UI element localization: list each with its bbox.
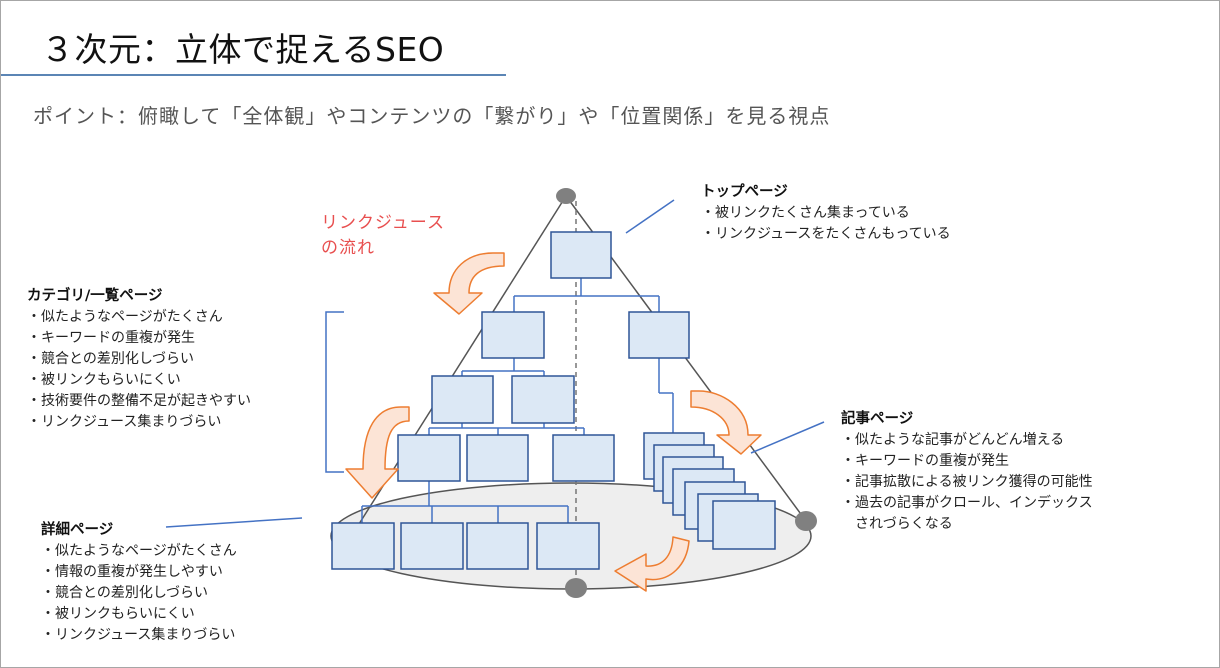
subcategory-page-node <box>552 434 615 482</box>
title-underline <box>1 74 506 76</box>
detail-page-node <box>331 522 395 570</box>
top-page-leader-line <box>625 199 675 234</box>
link-juice-arrow-icon <box>433 252 505 315</box>
subcategory-page-node <box>466 434 529 482</box>
article-page-line: ・過去の記事がクロール、インデックス <box>841 495 1093 511</box>
top-page-line: ・リンクジュースをたくさんもっている <box>701 226 951 242</box>
category-page-notes: カテゴリ/一覧ページ ・似たようなページがたくさん ・キーワードの重複が発生 ・… <box>27 286 251 433</box>
detail-page-line: ・リンクジュース集まりづらい <box>41 627 236 643</box>
detail-page-line: ・競合との差別化しづらい <box>41 585 209 601</box>
top-page-node <box>550 231 612 279</box>
detail-page-node <box>536 522 600 570</box>
category-page-line: ・リンクジュース集まりづらい <box>27 414 222 430</box>
article-page-line: ・記事拡散による被リンク獲得の可能性 <box>841 474 1093 490</box>
category-page-line: ・被リンクもらいにくい <box>27 372 181 388</box>
article-page-line: されづらくなる <box>841 516 953 532</box>
link-juice-arrow-icon <box>345 406 410 499</box>
article-page-line: ・キーワードの重複が発生 <box>841 453 1009 469</box>
article-page-leader-line <box>750 421 825 454</box>
category-page-line: ・競合との差別化しづらい <box>27 351 195 367</box>
link-juice-flow-label: リンクジュース の流れ <box>321 211 445 261</box>
detail-page-line: ・情報の重複が発生しやすい <box>41 564 223 580</box>
article-page-notes: 記事ページ ・似たような記事がどんどん増える ・キーワードの重複が発生 ・記事拡… <box>841 409 1093 535</box>
detail-page-node <box>400 522 464 570</box>
subcategory-page-node <box>431 375 494 424</box>
page-title: ３次元：立体で捉えるSEO <box>41 30 445 69</box>
article-page-node <box>712 500 776 550</box>
detail-page-line: ・被リンクもらいにくい <box>41 606 195 622</box>
base-front-dot <box>565 578 587 598</box>
apex-dot <box>556 188 576 204</box>
flow-label-line-1: リンクジュース <box>321 213 445 233</box>
category-bracket <box>325 311 344 473</box>
category-page-node <box>481 311 545 359</box>
top-page-heading: トップページ <box>701 184 788 200</box>
base-right-dot <box>795 511 817 531</box>
category-page-node <box>628 311 690 359</box>
article-page-heading: 記事ページ <box>841 411 914 427</box>
top-page-line: ・被リンクたくさん集まっている <box>701 205 910 221</box>
detail-page-leader-line <box>165 517 303 528</box>
link-juice-arrow-icon <box>614 536 690 592</box>
subcategory-page-node <box>397 434 461 482</box>
detail-page-heading: 詳細ページ <box>41 522 114 538</box>
subcategory-page-node <box>511 375 575 424</box>
top-page-notes: トップページ ・被リンクたくさん集まっている ・リンクジュースをたくさんもってい… <box>701 182 951 245</box>
detail-page-line: ・似たようなページがたくさん <box>41 543 237 559</box>
subtitle: ポイント：俯瞰して「全体観」やコンテンツの「繋がり」や「位置関係」を見る視点 <box>33 104 831 128</box>
category-page-line: ・技術要件の整備不足が起きやすい <box>27 393 251 409</box>
category-page-line: ・似たようなページがたくさん <box>27 309 223 325</box>
link-juice-arrow-icon <box>690 390 762 455</box>
detail-page-notes: 詳細ページ ・似たようなページがたくさん ・情報の重複が発生しやすい ・競合との… <box>41 520 237 646</box>
category-page-heading: カテゴリ/一覧ページ <box>27 288 163 304</box>
article-page-line: ・似たような記事がどんどん増える <box>841 432 1065 448</box>
flow-label-line-2: の流れ <box>321 238 375 258</box>
detail-page-node <box>466 522 529 570</box>
category-page-line: ・キーワードの重複が発生 <box>27 330 195 346</box>
